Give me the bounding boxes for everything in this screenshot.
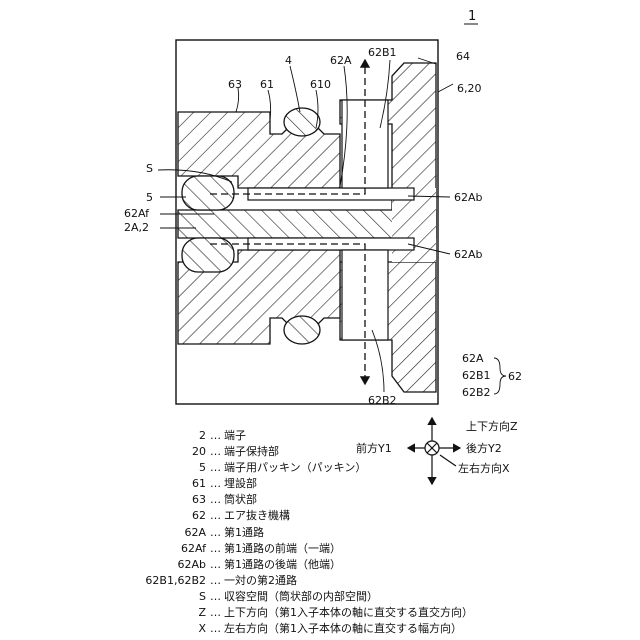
legend-row: 62B1,62B2…一対の第2通路 (114, 573, 484, 589)
group-label-62B1: 62B1 (462, 369, 491, 382)
label-62B1-top: 62B1 (368, 46, 397, 59)
legend-description: 一対の第2通路 (224, 573, 297, 589)
figure-number: 1 (468, 9, 476, 24)
legend-symbol: 62Af (114, 541, 206, 557)
label-4: 4 (285, 54, 292, 67)
legend-row: 63…筒状部 (114, 492, 484, 508)
legend-description: 筒状部 (224, 492, 257, 508)
packing-5-lower (182, 238, 234, 272)
label-62A: 62A (330, 54, 352, 67)
legend-dots: … (206, 541, 224, 557)
group-label-62: 62 (508, 370, 522, 383)
legend-dots: … (206, 476, 224, 492)
legend-dots: … (206, 428, 224, 444)
label-610: 610 (310, 78, 331, 91)
label-62Af: 62Af (124, 207, 150, 220)
legend-dots: … (206, 508, 224, 524)
label-2A-2: 2A,2 (124, 221, 149, 234)
legend-description: エア抜き機構 (224, 508, 290, 524)
packing-5-upper (182, 176, 234, 210)
group-label-62B2: 62B2 (462, 386, 491, 399)
legend-description: 第1通路の後端（他端） (224, 557, 341, 573)
label-S: S (146, 162, 153, 175)
legend-symbol: 20 (114, 444, 206, 460)
label-64: 64 (456, 50, 470, 63)
legend-row: 62A…第1通路 (114, 525, 484, 541)
legend-dots: … (206, 492, 224, 508)
label-61: 61 (260, 78, 274, 91)
legend-row: Z…上下方向（第1入子本体の軸に直交する直交方向） (114, 605, 484, 621)
legend-dots: … (206, 605, 224, 621)
legend-description: 第1通路の前端（一端） (224, 541, 341, 557)
legend-row: 5…端子用パッキン（パッキン） (114, 460, 484, 476)
legend-dots: … (206, 525, 224, 541)
legend-symbol: 62Ab (114, 557, 206, 573)
legend-symbol: 61 (114, 476, 206, 492)
legend-symbol: S (114, 589, 206, 605)
label-63: 63 (228, 78, 242, 91)
legend-description: 上下方向（第1入子本体の軸に直交する直交方向） (224, 605, 473, 621)
legend-description: 埋設部 (224, 476, 257, 492)
legend-dots: … (206, 589, 224, 605)
legend-description: 収容空間（筒状部の内部空間） (224, 589, 378, 605)
legend-dots: … (206, 621, 224, 637)
legend-dots: … (206, 460, 224, 476)
legend-row: 62Af…第1通路の前端（一端） (114, 541, 484, 557)
legend-symbol: 2 (114, 428, 206, 444)
legend-row: 62Ab…第1通路の後端（他端） (114, 557, 484, 573)
label-62Ab-upper: 62Ab (454, 191, 483, 204)
legend-description: 端子用パッキン（パッキン） (224, 460, 366, 476)
legend-symbol: 62B1,62B2 (114, 573, 206, 589)
legend-dots: … (206, 573, 224, 589)
legend-row: 2…端子 (114, 428, 484, 444)
legend-symbol: 63 (114, 492, 206, 508)
legend-row: S…収容空間（筒状部の内部空間） (114, 589, 484, 605)
legend-description: 端子 (224, 428, 246, 444)
legend-symbol: 62A (114, 525, 206, 541)
legend-row: 20…端子保持部 (114, 444, 484, 460)
legend-symbol: X (114, 621, 206, 637)
label-62Ab-lower: 62Ab (454, 248, 483, 261)
label-5: 5 (146, 191, 153, 204)
legend-symbol: Z (114, 605, 206, 621)
legend-description: 端子保持部 (224, 444, 279, 460)
label-62B2: 62B2 (368, 394, 397, 407)
legend-row: 62…エア抜き機構 (114, 508, 484, 524)
o-ring-4-upper (284, 108, 320, 136)
legend-dots: … (206, 444, 224, 460)
legend-dots: … (206, 557, 224, 573)
legend-row: X…左右方向（第1入子本体の軸に直交する幅方向） (114, 621, 484, 637)
legend-description: 第1通路 (224, 525, 264, 541)
legend-symbol: 62 (114, 508, 206, 524)
legend-row: 61…埋設部 (114, 476, 484, 492)
legend: 2…端子20…端子保持部5…端子用パッキン（パッキン）61…埋設部63…筒状部6… (114, 428, 484, 637)
group-label-62A: 62A (462, 352, 484, 365)
legend-symbol: 5 (114, 460, 206, 476)
legend-description: 左右方向（第1入子本体の軸に直交する幅方向） (224, 621, 462, 637)
label-6-20: 6,20 (457, 82, 482, 95)
o-ring-4-lower (284, 316, 320, 344)
